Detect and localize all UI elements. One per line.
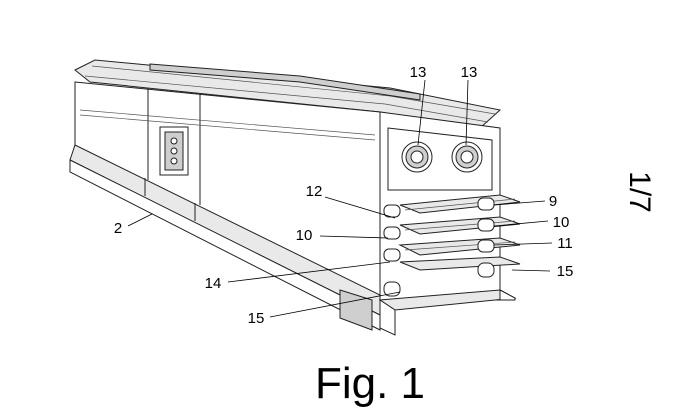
label-13-right: 13 bbox=[461, 64, 478, 81]
label-2: 2 bbox=[114, 220, 122, 237]
label-10-right: 10 bbox=[553, 214, 570, 231]
label-11: 11 bbox=[557, 235, 573, 252]
track-rail bbox=[70, 60, 520, 335]
label-9: 9 bbox=[549, 193, 557, 210]
figure-caption: Fig. 1 bbox=[315, 359, 425, 408]
label-10-left: 10 bbox=[296, 227, 313, 244]
sheet-number: 1/7 bbox=[623, 171, 656, 213]
label-15-bottom: 15 bbox=[248, 310, 265, 327]
label-12: 12 bbox=[306, 183, 323, 200]
label-14: 14 bbox=[205, 275, 222, 292]
label-15-right: 15 bbox=[557, 263, 574, 280]
label-13-left: 13 bbox=[410, 64, 427, 81]
